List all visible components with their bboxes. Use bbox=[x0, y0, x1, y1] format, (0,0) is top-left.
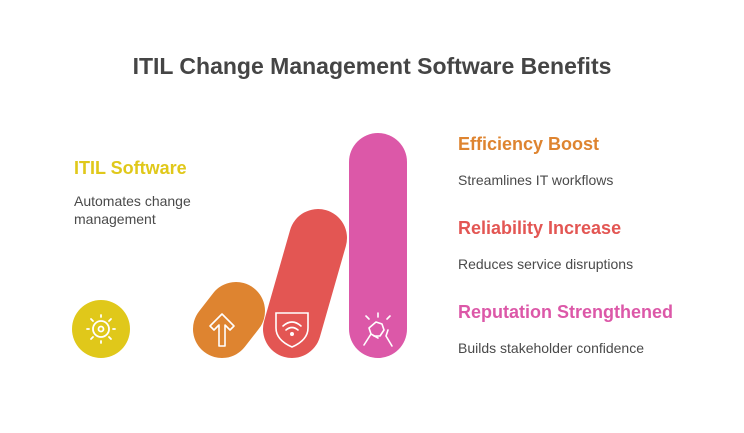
reputation-strengthened-description: Builds stakeholder confidence bbox=[458, 340, 645, 356]
reputation-strengthened-heading: Reputation Strengthened bbox=[458, 302, 673, 322]
description-line: Automates change bbox=[74, 193, 191, 209]
itil-software-description: Automates change management bbox=[74, 192, 191, 228]
reliability-increase-description: Reduces service disruptions bbox=[458, 256, 634, 272]
description-line: management bbox=[74, 211, 156, 227]
reliability-bar bbox=[263, 209, 347, 358]
efficiency-boost-description: Streamlines IT workflows bbox=[458, 172, 614, 188]
reliability-increase-heading: Reliability Increase bbox=[458, 218, 622, 238]
itil-software-heading: ITIL Software bbox=[74, 158, 187, 178]
shield-wifi-icon bbox=[275, 312, 309, 348]
sun-gear-icon bbox=[86, 314, 116, 344]
itil-software-circle bbox=[72, 300, 130, 358]
handshake-icon bbox=[363, 312, 393, 347]
arrow-up-icon bbox=[209, 313, 235, 347]
efficiency-boost-heading: Efficiency Boost bbox=[458, 134, 600, 154]
page-title: ITIL Change Management Software Benefits bbox=[132, 53, 612, 79]
